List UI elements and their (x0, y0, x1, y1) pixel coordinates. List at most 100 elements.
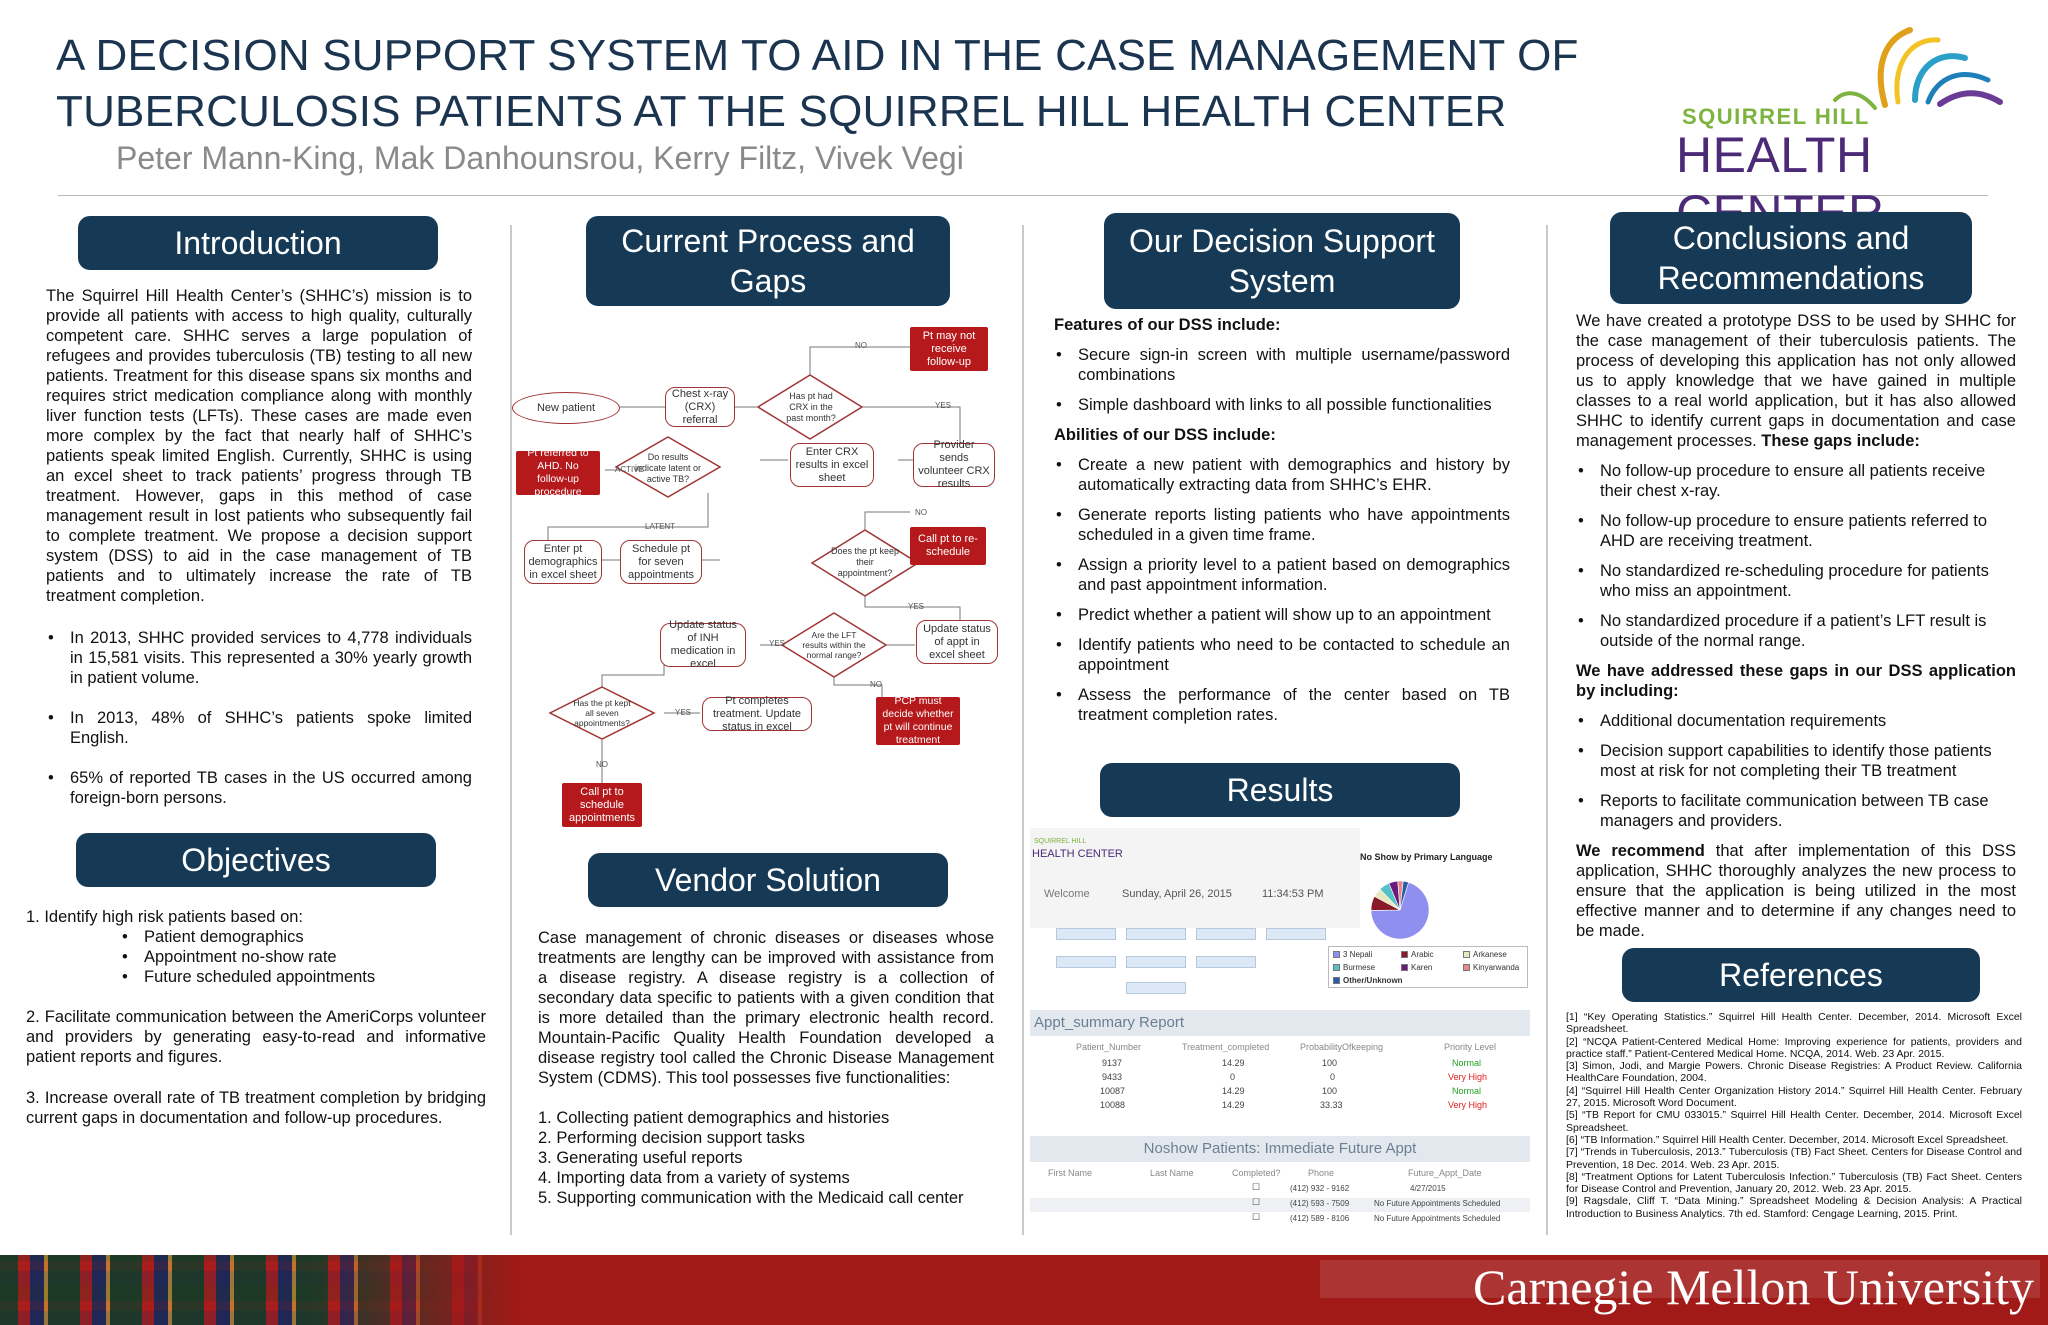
flow-node-schedule-seven: Schedule pt for seven appointments (620, 540, 702, 584)
list-item: No follow-up procedure to ensure all pat… (1576, 461, 2016, 501)
conclusions-heading: Conclusions and Recommendations (1610, 212, 1972, 304)
results-logo-title: HEALTH CENTER (1032, 848, 1123, 860)
legend-entry: 3 Nepali (1333, 950, 1372, 959)
list-item: 5. Supporting communication with the Med… (538, 1189, 964, 1207)
flow-node-provider-sends: Provider sends volunteer CRX results (913, 439, 995, 490)
objective-1: 1. Identify high risk patients based on: (26, 908, 304, 926)
list-item: No follow-up procedure to ensure patient… (1576, 511, 2016, 551)
heading-line: System (1228, 263, 1336, 299)
dashboard-button[interactable] (1126, 956, 1186, 968)
objective-1-subitems: Patient demographics Appointment no-show… (120, 927, 440, 987)
results-screenshot: SQUIRREL HILL HEALTH CENTER Welcome Sund… (1030, 828, 1530, 1238)
footer-overlay (1320, 1260, 2040, 1298)
conclusions-body: We have created a prototype DSS to be us… (1576, 311, 2016, 941)
heading-line: Our Decision Support (1129, 223, 1435, 259)
list-item: Assign a priority level to a patient bas… (1054, 555, 1510, 595)
addressed-title: We have addressed these gaps in our DSS … (1576, 662, 2016, 700)
column-header: Priority Level (1444, 1042, 1497, 1052)
column-header: First Name (1048, 1168, 1093, 1178)
dashboard-button[interactable] (1126, 928, 1186, 940)
references-list: [1] “Key Operating Statistics.” Squirrel… (1566, 1011, 2022, 1220)
features-title: Features of our DSS include: (1054, 316, 1281, 334)
flow-label-active: ACTIVE (615, 465, 644, 474)
column-header: Patient_Number (1076, 1042, 1142, 1052)
dss-features: Features of our DSS include: Secure sign… (1054, 315, 1510, 735)
flow-node-new-patient: New patient (512, 392, 620, 424)
flow-node-had-crx: Has pt had CRX in the past month? (786, 390, 836, 423)
flow-node-chest-xray: Chest x-ray (CRX) referral (665, 387, 735, 427)
flow-node-keep-appointment: Does the pt keep their appointment? (830, 545, 900, 578)
legend-entry: Kinyarwanda (1463, 963, 1519, 972)
objective-2: 2. Facilitate communication between the … (26, 1008, 486, 1066)
completed-checkbox[interactable]: ☐ (1252, 1197, 1261, 1207)
results-logo-subtitle: SQUIRREL HILL (1034, 838, 1087, 845)
flow-node-update-inh: Update status of INH medication in excel (660, 619, 746, 670)
list-item: Patient demographics (120, 927, 440, 947)
flow-label-no: NO (870, 680, 882, 689)
reference-item: [8] “Treatment Options for Latent Tuberc… (1566, 1170, 2022, 1196)
dashboard-button[interactable] (1266, 928, 1326, 940)
legend-entry: Arkanese (1463, 950, 1507, 959)
heading-line: Gaps (729, 263, 807, 299)
flow-node-pcp-decide: PCP must decide whether pt will continue… (876, 695, 960, 746)
flow-label-yes: YES (935, 401, 952, 410)
list-item: Create a new patient with demographics a… (1054, 455, 1510, 495)
reference-item: [6] “TB Information.” Squirrel Hill Heal… (1566, 1133, 2009, 1146)
list-item: Assess the performance of the center bas… (1054, 685, 1510, 725)
process-flowchart: New patient Chest x-ray (CRX) referral H… (512, 315, 1010, 835)
dashboard-time: 11:34:53 PM (1262, 888, 1324, 900)
results-heading: Results (1100, 763, 1460, 817)
list-item: Generate reports listing patients who ha… (1054, 505, 1510, 545)
legend-entry: Other/Unknown (1333, 976, 1403, 985)
pie-slice-other-unknown (1399, 880, 1409, 911)
flow-node-referred-ahd: Pt referred to AHD. No follow-up procedu… (516, 447, 600, 498)
dashboard-button[interactable] (1126, 982, 1186, 994)
flow-node-call-reschedule: Call pt to re-schedule (910, 527, 986, 565)
dashboard-button[interactable] (1056, 956, 1116, 968)
heading-line: Recommendations (1657, 260, 1925, 296)
table-row-stripe (1030, 1198, 1530, 1212)
reference-item: [1] “Key Operating Statistics.” Squirrel… (1566, 1011, 2022, 1036)
list-item: 4. Importing data from a variety of syst… (538, 1169, 850, 1187)
heading-line: Current Process and (621, 223, 915, 259)
column-header: Treatment_completed (1182, 1042, 1270, 1052)
reference-item: [7] “Trends in Tuberculosis, 2013.” Tube… (1566, 1146, 2022, 1171)
list-item: 65% of reported TB cases in the US occur… (46, 768, 472, 808)
dashboard-button[interactable] (1196, 956, 1256, 968)
list-item: No standardized re-scheduling procedure … (1576, 561, 2016, 601)
flow-label-no: NO (596, 760, 608, 769)
noshow-title: Noshow Patients: Immediate Future Appt (1030, 1136, 1530, 1162)
column-header: Phone (1308, 1168, 1335, 1178)
pie-chart (1370, 880, 1430, 940)
list-item: No standardized procedure if a patient’s… (1576, 611, 2016, 651)
vendor-functionalities-list: 1. Collecting patient demographics and h… (538, 1108, 994, 1208)
references-heading: References (1622, 948, 1980, 1002)
dashboard-button[interactable] (1196, 928, 1256, 940)
completed-checkbox[interactable]: ☐ (1252, 1212, 1261, 1222)
flow-node-call-schedule: Call pt to schedule appointments (562, 783, 642, 827)
title-line-2: TUBERCULOSIS PATIENTS AT THE SQUIRREL HI… (56, 87, 1507, 136)
header-divider (58, 195, 1988, 196)
flow-node-completes: Pt completes treatment. Update status in… (702, 695, 812, 733)
dashboard-panel (1030, 828, 1360, 928)
dashboard-button[interactable] (1056, 928, 1116, 940)
list-item: 3. Generating useful reports (538, 1149, 743, 1167)
objective-3: 3. Increase overall rate of TB treatment… (26, 1089, 486, 1127)
column-header: Completed? (1232, 1168, 1281, 1178)
flow-label-yes: YES (908, 602, 925, 611)
flow-node-kept-all: Has the pt kept all seven appointments? (573, 698, 631, 728)
vendor-solution-text: Case management of chronic diseases or d… (538, 929, 994, 1087)
appt-summary-title: Appt_summary Report (1030, 1010, 1530, 1036)
vendor-solution-heading: Vendor Solution (588, 853, 948, 907)
list-item: 1. Collecting patient demographics and h… (538, 1109, 890, 1127)
column-divider (1022, 225, 1024, 1235)
column-divider (1546, 225, 1548, 1235)
reference-item: [9] Ragsdale, Cliff T. “Data Mining.” Sp… (1566, 1195, 2022, 1220)
heading-line: Conclusions and (1672, 220, 1910, 256)
column-header: Future_Appt_Date (1408, 1168, 1482, 1178)
completed-checkbox[interactable]: ☐ (1252, 1182, 1261, 1192)
conclusions-text: We have created a prototype DSS to be us… (1576, 312, 2016, 450)
current-process-heading: Current Process and Gaps (586, 216, 950, 306)
pie-chart-title: No Show by Primary Language (1360, 852, 1493, 862)
dashboard-date: Sunday, April 26, 2015 (1122, 888, 1232, 900)
